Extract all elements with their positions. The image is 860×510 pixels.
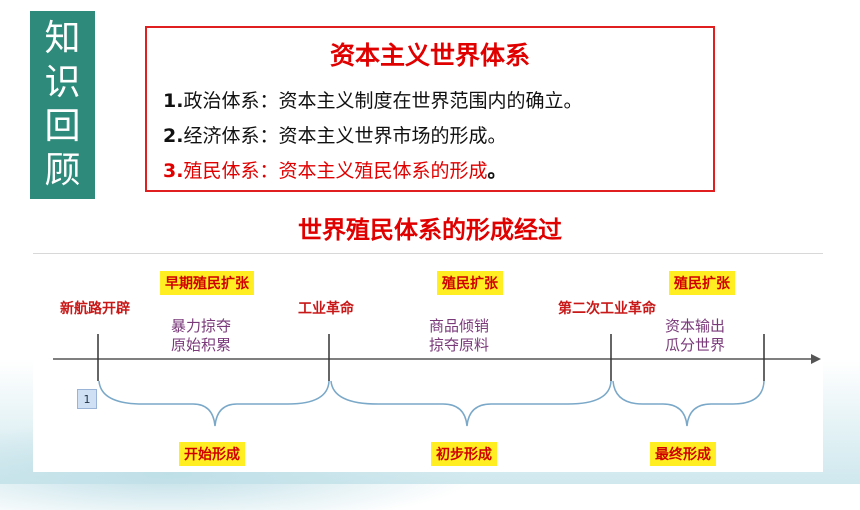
activity-text: 资本输出 瓜分世界 xyxy=(665,317,725,355)
line-number: 1. xyxy=(163,90,184,112)
event-label: 工业革命 xyxy=(298,301,354,317)
timeline-graphic xyxy=(53,334,821,427)
line-text: 政治体系：资本主义制度在世界范围内的确立。 xyxy=(183,90,583,112)
activity-text: 暴力掠夺 原始积累 xyxy=(171,317,231,355)
line-number: 3. xyxy=(163,160,184,182)
stage-brace xyxy=(330,380,612,427)
stage-brace xyxy=(98,380,330,427)
system-line-economic: 2.经济体系：资本主义世界市场的形成。 xyxy=(163,121,506,148)
system-box-title: 资本主义世界体系 xyxy=(329,41,530,70)
activity-line: 资本输出 xyxy=(665,317,726,335)
stage-brace xyxy=(612,380,765,427)
review-tag-char: 回 xyxy=(44,106,81,147)
timeline-panel: 早期殖民扩张 殖民扩张 殖民扩张 新航路开辟 工业革命 第二次工业革命 暴力掠夺… xyxy=(33,253,823,472)
activity-text: 商品倾销 掠夺原料 xyxy=(429,317,489,355)
period-tag: 早期殖民扩张 xyxy=(160,271,254,295)
activity-line: 原始积累 xyxy=(171,336,232,354)
line-number: 2. xyxy=(163,125,184,147)
page-number-badge: 1 xyxy=(77,389,97,409)
period-tag: 殖民扩张 xyxy=(437,271,503,295)
review-tag-char: 知 xyxy=(44,18,81,59)
activity-line: 暴力掠夺 xyxy=(171,317,232,335)
system-line-colonial: 3.殖民体系：资本主义殖民体系的形成。 xyxy=(163,156,506,183)
section-heading: 世界殖民体系的形成经过 xyxy=(298,216,562,244)
activity-line: 瓜分世界 xyxy=(665,336,726,354)
stage-label: 开始形成 xyxy=(179,442,245,466)
activity-line: 商品倾销 xyxy=(429,317,490,335)
event-label: 新航路开辟 xyxy=(60,301,130,317)
system-line-political: 1.政治体系：资本主义制度在世界范围内的确立。 xyxy=(163,86,582,113)
knowledge-review-tag: 知 识 回 顾 xyxy=(30,11,95,199)
line-end-mark: 。 xyxy=(487,160,507,182)
capitalist-world-system-box: 资本主义世界体系 1.政治体系：资本主义制度在世界范围内的确立。 2.经济体系：… xyxy=(145,26,715,192)
timeline-arrow-icon xyxy=(811,354,821,364)
review-tag-char: 识 xyxy=(44,62,81,103)
line-text: 殖民体系：资本主义殖民体系的形成 xyxy=(183,160,488,182)
line-text: 经济体系：资本主义世界市场的形成。 xyxy=(183,125,507,147)
period-tag: 殖民扩张 xyxy=(669,271,735,295)
activity-line: 掠夺原料 xyxy=(429,336,490,354)
stage-label: 初步形成 xyxy=(431,442,497,466)
review-tag-char: 顾 xyxy=(44,150,81,191)
event-label: 第二次工业革命 xyxy=(558,301,656,317)
stage-label: 最终形成 xyxy=(650,442,716,466)
